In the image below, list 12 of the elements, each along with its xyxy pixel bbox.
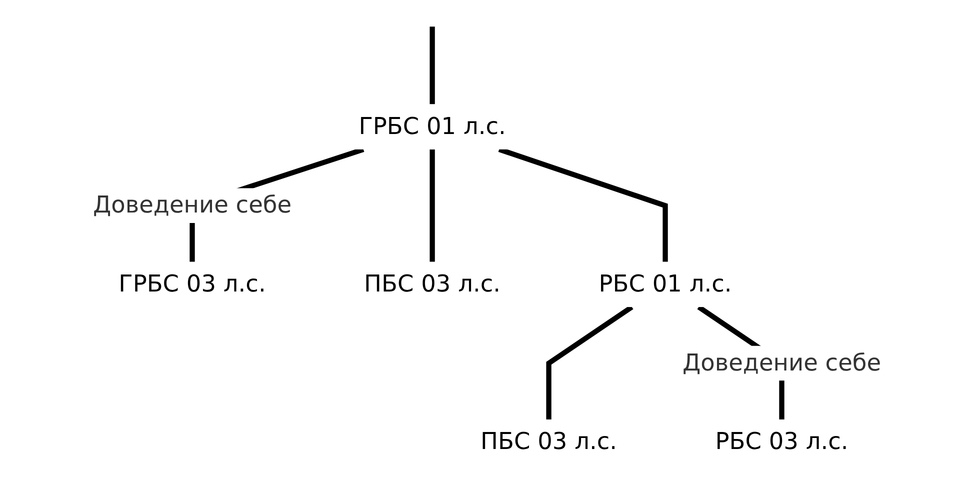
connector <box>430 149 435 262</box>
node-text: ГРБС 03 л.с. <box>118 270 266 298</box>
node-text: РБС 03 л.с. <box>715 428 848 456</box>
connector <box>498 146 668 262</box>
node-text: ПБС 03 л.с. <box>364 270 501 298</box>
node-text: РБС 01 л.с. <box>598 270 732 298</box>
node-text: ГРБС 01 л.с. <box>358 113 506 140</box>
edge-label: Доведение себе <box>682 350 882 377</box>
connector <box>430 26 435 104</box>
connector <box>546 304 634 420</box>
node-text: ПБС 03 л.с. <box>480 428 618 456</box>
edge-label: Доведение себе <box>92 192 292 220</box>
